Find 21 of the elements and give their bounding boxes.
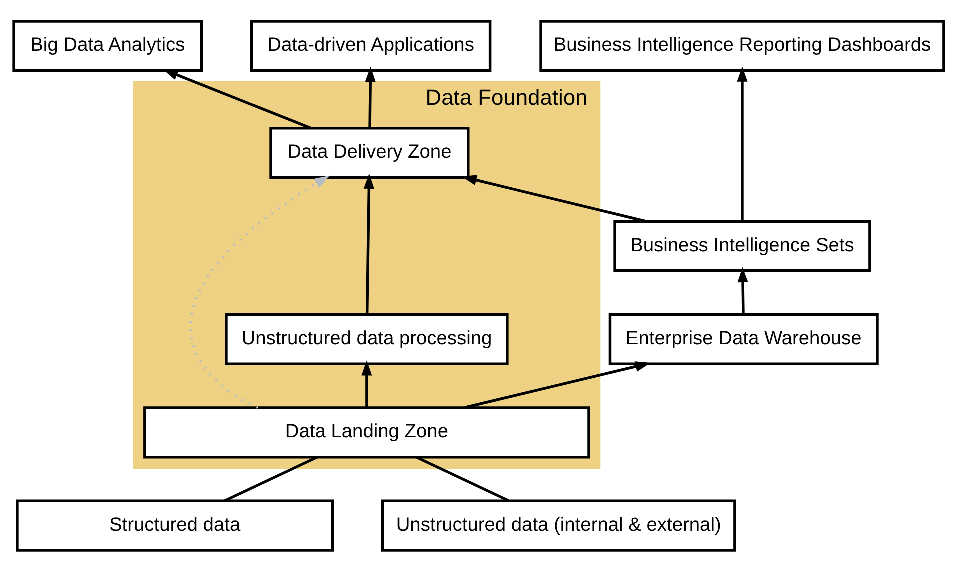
node-box: Structured data bbox=[16, 500, 334, 552]
node-box: Big Data Analytics bbox=[12, 20, 204, 72]
arrow bbox=[364, 174, 374, 314]
node-box: Business Intelligence Sets bbox=[614, 220, 872, 272]
node-box: Enterprise Data Warehouse bbox=[608, 313, 879, 366]
arrow bbox=[189, 176, 330, 410]
arrow bbox=[737, 66, 748, 222]
node-box: Unstructured data (internal & external) bbox=[381, 500, 736, 552]
connector bbox=[224, 456, 318, 502]
arrow bbox=[738, 267, 748, 314]
connector bbox=[416, 456, 510, 502]
arrow bbox=[462, 175, 646, 223]
arrow bbox=[365, 66, 376, 128]
node-box: Unstructured data processing bbox=[225, 313, 509, 366]
arrow bbox=[163, 69, 312, 130]
node-box: Data-driven Applications bbox=[250, 20, 492, 72]
arrow bbox=[362, 360, 372, 408]
node-box: Data Delivery Zone bbox=[270, 127, 470, 180]
node-box: Data Landing Zone bbox=[144, 406, 590, 459]
node-box: Business Intelligence Reporting Dashboards bbox=[540, 20, 946, 72]
arrow bbox=[464, 362, 651, 410]
